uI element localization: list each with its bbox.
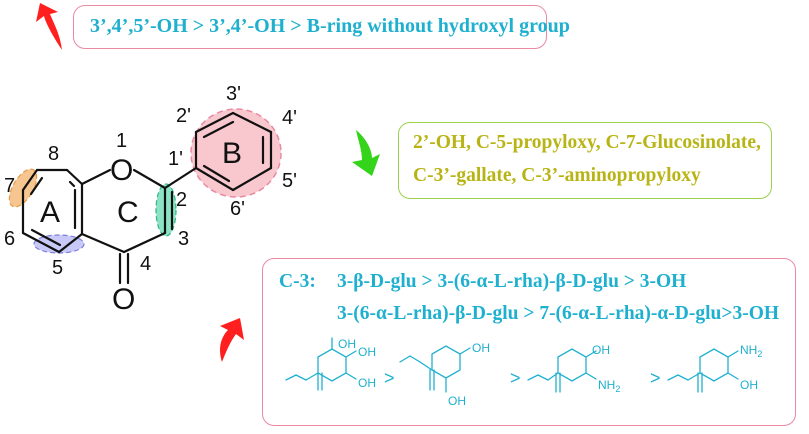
s4-oh: OH [740,378,758,392]
locant-3-prime: 3' [226,83,241,105]
locant-8: 8 [48,143,59,165]
top-sar-text: 3’,4’,5’-OH > 3’,4’-OH > B-ring without … [90,15,570,37]
struct-dihydroxybenzoyl [399,345,471,393]
struct-aminohydroxybenzoyl [527,348,597,393]
c3-label: C-3: [279,271,316,292]
locant-2: 2 [176,189,187,211]
locant-7: 7 [4,175,15,197]
substituent-line-1: 2’-OH, C-5-propyloxy, C-7-Glucosinolate, [413,132,761,153]
c3-sar-line-1: 3-β-D-glu > 3-(6-α-L-rha)-β-D-glu > 3-OH [337,271,687,292]
locant-4: 4 [140,253,151,275]
red-arrow-bottom-icon [220,318,244,362]
comparison-gt-1: > [384,368,395,388]
carbonyl-o-atom: O [112,283,135,316]
s1-oh-top: OH [338,337,356,351]
locant-2-prime: 2' [176,105,191,127]
top-sar-box: 3’,4’,5’-OH > 3’,4’-OH > B-ring without … [73,5,570,49]
s2-oh-top: OH [472,341,490,355]
locant-4-prime: 4' [282,107,297,129]
struct-hydroxyaminobenzoyl [667,348,739,393]
s3-nh2: NH2 [598,378,620,394]
s3-oh: OH [592,343,610,357]
ring-o-atom: O [110,154,133,187]
locant-1-prime: 1' [168,148,183,170]
s2-oh-bottom: OH [448,394,466,408]
locant-3: 3 [178,228,189,250]
s1-oh-bottom: OH [358,376,376,390]
ring-a-label: A [40,196,60,229]
comparison-gt-2: > [510,368,521,388]
locant-6: 6 [4,228,15,250]
green-arrow-down-icon [352,130,380,176]
ring-c-label: C [117,196,139,229]
locant-5: 5 [52,257,63,279]
flavone-skeleton [21,111,273,285]
substituent-line-2: C-3’-gallate, C-3’-aminopropyloxy [413,165,701,186]
locant-1: 1 [116,130,127,152]
locant-6-prime: 6' [230,198,245,220]
c3-sar-line-2: 3-(6-α-L-rha)-β-D-glu > 7-(6-α-L-rha)-α-… [337,303,780,324]
locant-5-prime: 5' [282,170,297,192]
c3-sar-box: C-3: 3-β-D-glu > 3-(6-α-L-rha)-β-D-glu >… [262,258,796,426]
substituent-box: 2’-OH, C-5-propyloxy, C-7-Glucosinolate,… [398,122,772,199]
struct-trihydroxybenzoyl [285,337,357,391]
comparison-gt-3: > [650,368,661,388]
s4-nh2: NH2 [740,343,762,359]
red-arrow-top-icon [36,3,62,50]
s1-oh-right: OH [358,345,376,359]
ring-b-label: B [222,137,242,170]
